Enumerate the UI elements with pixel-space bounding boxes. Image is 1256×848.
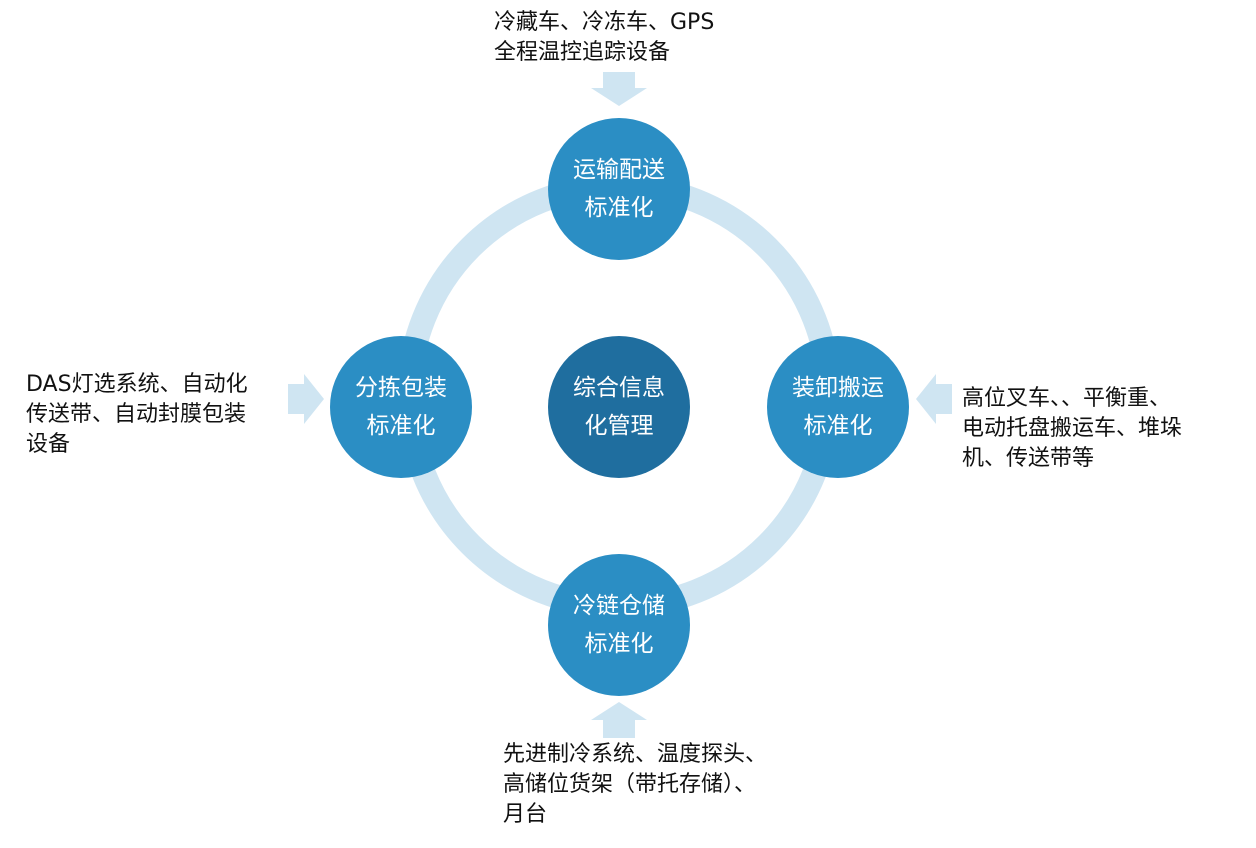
desc-line: 电动托盘搬运车、堆垛 xyxy=(962,416,1183,441)
arrow-down-icon xyxy=(591,72,647,106)
node-sorting-line2: 标准化 xyxy=(366,413,436,439)
desc-transport: 冷藏车、冷冻车、GPS 全程温控追踪设备 xyxy=(494,8,714,68)
node-sorting-line1: 分拣包装 xyxy=(355,375,447,401)
desc-line: 机、传送带等 xyxy=(962,446,1095,471)
node-handling-line1: 装卸搬运 xyxy=(792,375,884,401)
node-transport: 运输配送 标准化 xyxy=(548,118,690,260)
node-handling-line2: 标准化 xyxy=(803,413,873,439)
center-node-line1: 综合信息 xyxy=(573,375,665,401)
desc-line: 全程温控追踪设备 xyxy=(494,40,671,65)
desc-line: 冷藏车、冷冻车、GPS xyxy=(494,10,715,35)
desc-handling: 高位叉车、、平衡重、 电动托盘搬运车、堆垛 机、传送带等 xyxy=(962,384,1182,474)
arrow-up-icon xyxy=(591,702,647,738)
arrow-left-icon xyxy=(916,374,952,424)
center-node-line2: 化管理 xyxy=(584,413,654,439)
desc-line: 传送带、自动封膜包装 xyxy=(26,402,247,427)
node-storage-line1: 冷链仓储 xyxy=(573,593,665,619)
node-transport-line1: 运输配送 xyxy=(573,157,665,183)
desc-line: 月台 xyxy=(503,802,548,827)
node-storage-line2: 标准化 xyxy=(584,631,654,657)
desc-sorting: DAS灯选系统、自动化 传送带、自动封膜包装 设备 xyxy=(26,370,248,460)
desc-line: 先进制冷系统、温度探头、 xyxy=(503,742,768,767)
node-storage: 冷链仓储 标准化 xyxy=(548,554,690,696)
desc-line: 高位叉车、、平衡重、 xyxy=(962,386,1172,411)
arrow-right-icon xyxy=(288,374,324,424)
desc-line: 设备 xyxy=(26,432,71,457)
desc-storage: 先进制冷系统、温度探头、 高储位货架（带托存储）、 月台 xyxy=(503,740,767,830)
desc-line: DAS灯选系统、自动化 xyxy=(26,372,248,397)
center-node: 综合信息 化管理 xyxy=(548,336,690,478)
node-transport-line2: 标准化 xyxy=(584,195,654,221)
node-sorting: 分拣包装 标准化 xyxy=(330,336,472,478)
node-handling: 装卸搬运 标准化 xyxy=(767,336,909,478)
desc-line: 高储位货架（带托存储）、 xyxy=(503,772,757,797)
